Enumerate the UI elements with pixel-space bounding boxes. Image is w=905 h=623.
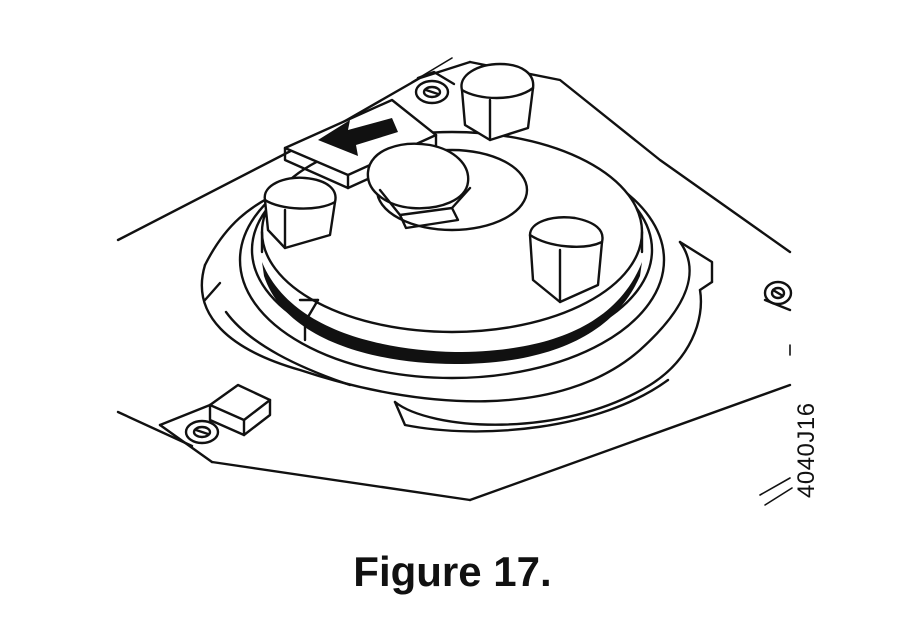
- diagram-svg: [116, 57, 793, 506]
- screw-icon: [414, 70, 456, 105]
- center-knob: [366, 142, 472, 230]
- screw-icon: [184, 419, 220, 445]
- edge-marks: [759, 344, 793, 506]
- technical-illustration: [116, 57, 793, 506]
- screw-icon: [763, 280, 793, 312]
- arrow-left-icon: [318, 118, 398, 156]
- mounting-bracket: [158, 383, 272, 464]
- knob-right: [528, 216, 604, 304]
- knob-left: [263, 176, 337, 250]
- figure-caption: Figure 17.: [353, 548, 552, 595]
- part-code-label: 4040J16: [793, 402, 820, 498]
- dial-housing: [200, 188, 714, 433]
- knob-top: [460, 62, 535, 142]
